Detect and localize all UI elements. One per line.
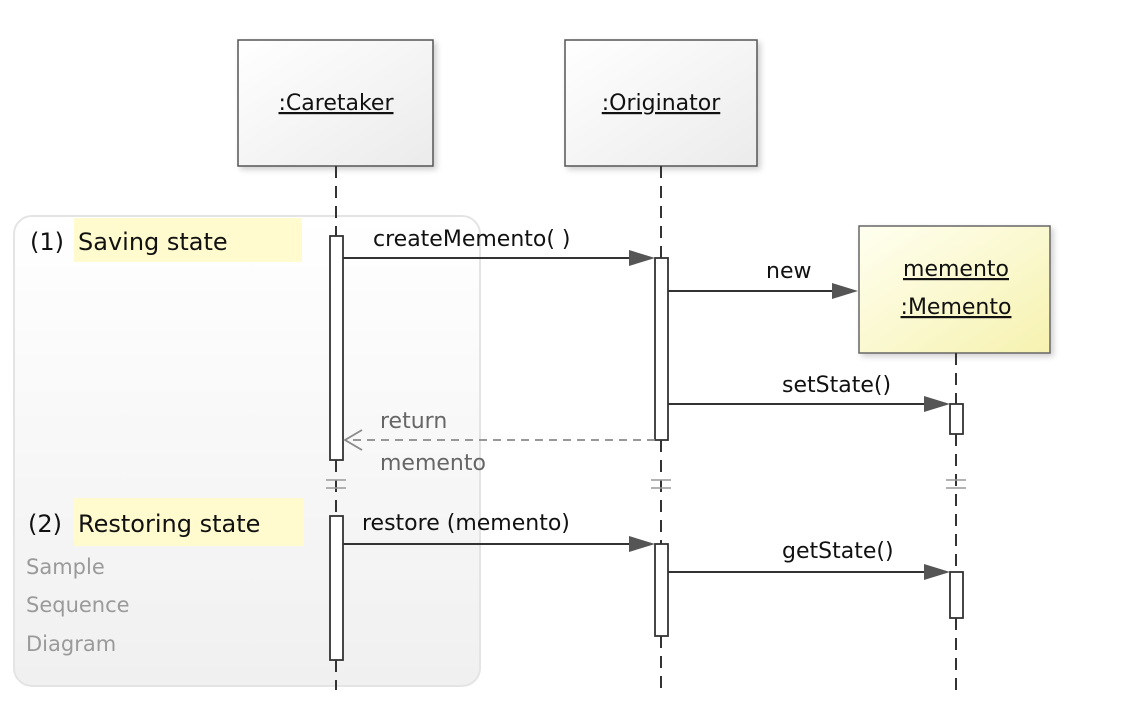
set-state-label: setState() xyxy=(782,373,891,398)
new-arrowhead xyxy=(832,283,858,299)
memento-activation-1 xyxy=(949,403,964,435)
return-label-line1: return xyxy=(380,409,447,434)
caretaker-separator xyxy=(326,479,346,489)
originator-separator xyxy=(651,479,671,489)
caretaker-activation-1 xyxy=(329,235,344,461)
memento-label-name: memento xyxy=(903,257,1009,282)
originator-label: :Originator xyxy=(602,91,721,116)
return-arrowhead xyxy=(343,429,363,451)
caretaker-activation-2 xyxy=(329,515,344,661)
new-label: new xyxy=(766,259,811,284)
originator-activation-1 xyxy=(654,257,669,441)
restoring-state-number: (2) xyxy=(28,510,62,538)
caption-line-2: Sequence xyxy=(26,593,130,617)
memento-activation-2 xyxy=(949,571,964,619)
restoring-state-title: Restoring state xyxy=(78,510,260,538)
caption-line-3: Diagram xyxy=(26,632,116,656)
create-memento-arrowhead xyxy=(629,250,655,266)
saving-state-number: (1) xyxy=(30,228,64,256)
create-memento-label: createMemento( ) xyxy=(373,227,571,252)
restoring-state-highlight xyxy=(74,498,304,546)
memento-box xyxy=(858,225,1051,354)
return-label-line2: memento xyxy=(380,451,486,476)
caretaker-box xyxy=(237,39,434,167)
restore-label: restore (memento) xyxy=(362,511,570,536)
fragment-panel xyxy=(13,215,481,687)
saving-state-title: Saving state xyxy=(78,228,228,256)
originator-activation-2 xyxy=(654,543,669,637)
memento-separator xyxy=(946,479,966,489)
saving-state-highlight xyxy=(74,218,302,262)
caption-line-1: Sample xyxy=(26,555,105,579)
restore-arrowhead xyxy=(629,536,655,552)
set-state-arrowhead xyxy=(924,396,950,412)
memento-label-type: :Memento xyxy=(901,295,1012,320)
get-state-label: getState() xyxy=(782,539,894,564)
caretaker-label: :Caretaker xyxy=(279,91,395,116)
get-state-arrowhead xyxy=(924,564,950,580)
